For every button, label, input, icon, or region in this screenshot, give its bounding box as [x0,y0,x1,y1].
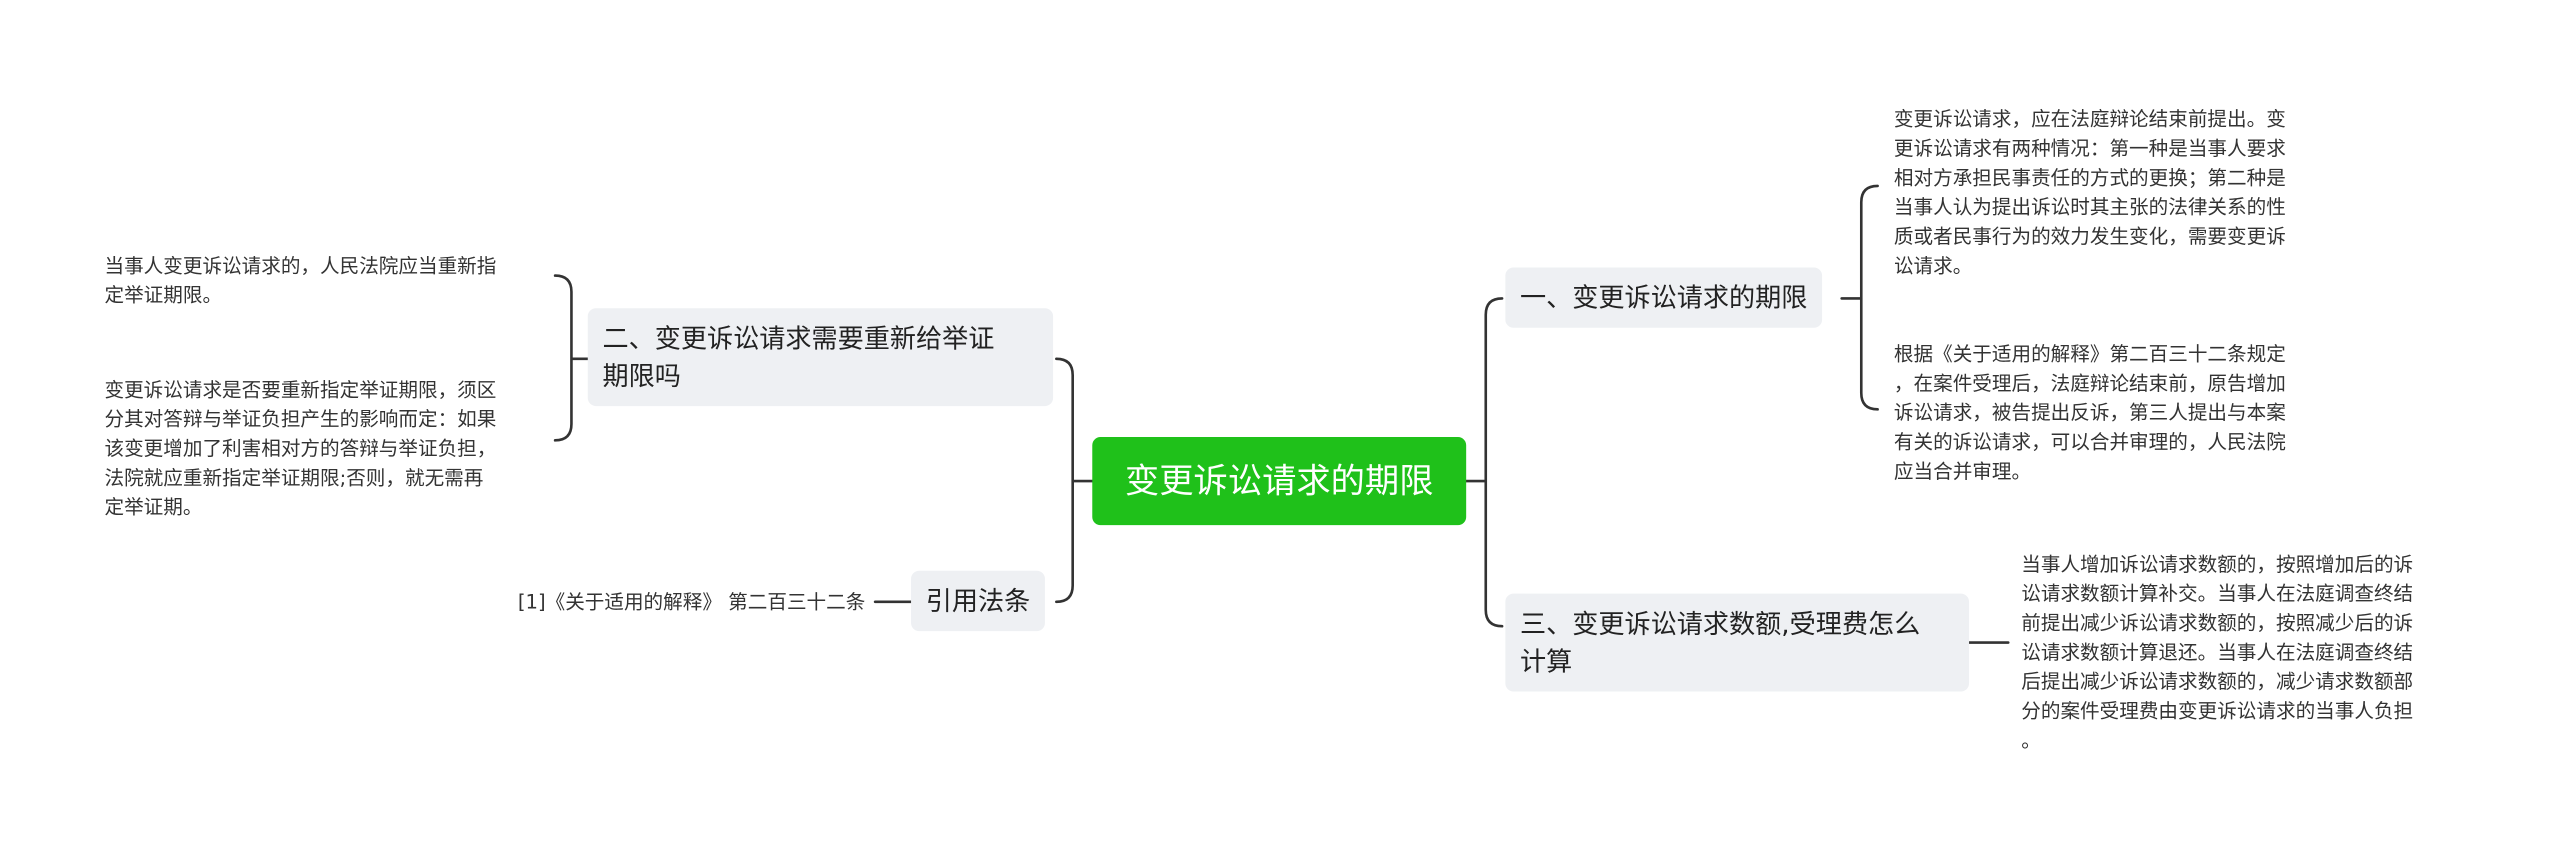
citation-detail: [1]《关于适用的解释》 第二百三十二条 [517,590,866,614]
connector-branch-2 [553,274,590,442]
connector-root-left [1055,357,1094,604]
branch-node-citation[interactable]: 引用法条 [911,570,1045,632]
branch-2-detail-2: 变更诉讼请求是否要重新指定举证期限，须区 分其对答辩与举证负担产生的影响而定：如… [104,378,497,519]
branch-node-3[interactable]: 三、变更诉讼请求数额,受理费怎么 计算 [1505,593,1970,692]
branch-1-detail-2: 根据《关于适用的解释》第二百三十二条规定 ，在案件受理后，法庭辩论结束前，原告增… [1893,342,2286,483]
branch-node-2[interactable]: 二、变更诉讼请求需要重新给举证 期限吗 [587,308,1054,407]
connector-root-right [1464,297,1504,628]
branch-3-detail-1: 当事人增加诉讼请求数额的，按照增加后的诉 讼请求数额计算补交。当事人在法庭调查终… [2021,552,2414,752]
branch-1-detail-1: 变更诉讼请求，应在法庭辩论结束前提出。变 更诉讼请求有两种情况：第一种是当事人要… [1893,107,2286,278]
branch-2-detail-1: 当事人变更诉讼请求的，人民法院应当重新指 定举证期限。 [104,254,497,307]
branch-node-1[interactable]: 一、变更诉讼请求的期限 [1505,267,1823,328]
connector-branch-1 [1840,184,1879,411]
root-node[interactable]: 变更诉讼请求的期限 [1092,437,1467,526]
